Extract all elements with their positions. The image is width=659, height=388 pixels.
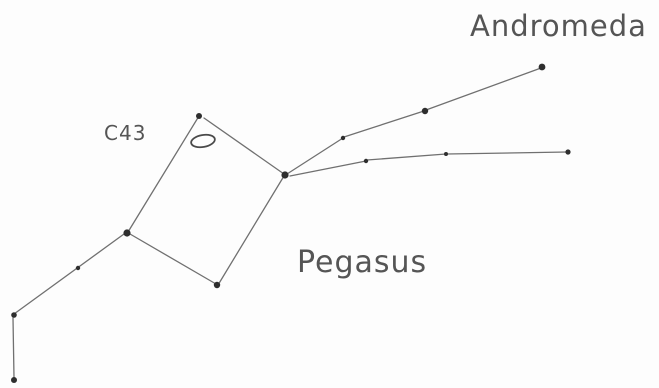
andromeda-line-lower-1 bbox=[290, 161, 366, 176]
star-alpheratz bbox=[281, 171, 288, 178]
star-markab-nw bbox=[196, 113, 202, 119]
star-andromeda-lower-2 bbox=[444, 152, 448, 156]
stars bbox=[11, 64, 571, 383]
andromeda-line-lower-3 bbox=[447, 152, 567, 154]
star-andromeda-upper-1 bbox=[341, 136, 345, 140]
c43-label: C43 bbox=[104, 123, 146, 143]
star-neck-2 bbox=[11, 312, 17, 318]
star-se bbox=[214, 282, 220, 288]
star-andromeda-lower-1 bbox=[364, 159, 368, 163]
pegasus-line-ne-se bbox=[218, 176, 284, 285]
pegasus-label: Pegasus bbox=[297, 248, 427, 278]
pegasus-line-head bbox=[13, 318, 14, 378]
star-neck-1 bbox=[76, 266, 80, 270]
constellation-lines bbox=[13, 68, 567, 378]
pegasus-line-nw-ne bbox=[204, 118, 284, 174]
star-andromeda-upper-2 bbox=[422, 108, 428, 114]
star-andromeda-lower-3 bbox=[565, 149, 570, 154]
pegasus-line-sw-se bbox=[130, 234, 216, 284]
andromeda-line-upper-1 bbox=[287, 138, 343, 174]
star-sw bbox=[123, 229, 130, 236]
andromeda-label: Andromeda bbox=[470, 12, 647, 41]
c43-object-oval bbox=[190, 133, 216, 149]
star-andromeda-upper-3 bbox=[539, 64, 546, 71]
andromeda-line-upper-2 bbox=[344, 111, 424, 137]
andromeda-line-lower-2 bbox=[367, 154, 446, 160]
andromeda-line-upper-3 bbox=[426, 68, 541, 110]
star-head bbox=[11, 377, 17, 383]
pegasus-line-neck bbox=[14, 234, 124, 314]
